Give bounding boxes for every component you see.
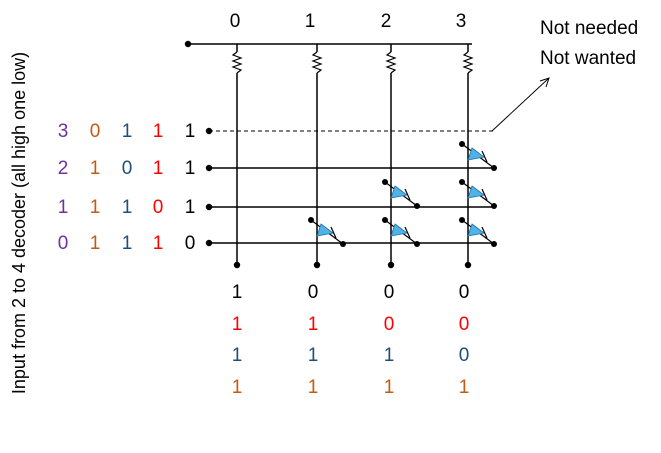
row-labels: 3 0 1 1 1 2 1 0 1 1 1 1 1 0 1 0 1 1 1 0 (58, 121, 196, 254)
row-input-nodes (205, 127, 213, 247)
output-value: 0 (459, 282, 470, 303)
column-header-3: 3 (456, 11, 467, 32)
row-line-value: 1 (185, 197, 196, 218)
diode-row1-col2 (381, 178, 421, 210)
column-header-2: 2 (381, 11, 392, 32)
side-label: Input from 2 to 4 decoder (all high one … (9, 52, 29, 394)
row-bit: 1 (122, 233, 133, 254)
row-line-value: 1 (185, 158, 196, 179)
row-lines (209, 130, 496, 244)
resistor-col-3 (462, 51, 474, 74)
column-lines (236, 73, 469, 265)
column-headers: 0 1 2 3 (230, 11, 467, 32)
annotation-note: Not needed Not wanted (540, 18, 638, 69)
diode-row2-col3 (458, 140, 498, 172)
output-value: 1 (308, 377, 319, 398)
row-bit: 1 (153, 158, 164, 179)
annotation-arrow (491, 77, 550, 132)
supply-rail (184, 40, 472, 52)
row-bit: 1 (90, 197, 101, 218)
output-value: 0 (384, 314, 395, 335)
supply-node (184, 40, 192, 48)
output-row-1: 1 1 0 0 (232, 314, 470, 335)
resistors (231, 51, 474, 74)
output-value: 1 (459, 377, 470, 398)
resistor-col-1 (311, 51, 323, 74)
row-bit: 0 (122, 158, 133, 179)
output-value: 1 (384, 345, 395, 366)
row-bit: 1 (122, 121, 133, 142)
row-bit: 1 (153, 121, 164, 142)
row-bit: 0 (90, 121, 101, 142)
output-value: 1 (308, 314, 319, 335)
column-header-1: 1 (305, 11, 316, 32)
row-index: 2 (58, 158, 69, 179)
row-label-1: 1 1 1 0 1 (58, 197, 196, 218)
output-value: 0 (459, 314, 470, 335)
row-bit: 0 (153, 197, 164, 218)
column-header-0: 0 (230, 11, 241, 32)
output-value: 1 (384, 377, 395, 398)
output-value: 0 (384, 282, 395, 303)
row-bit: 1 (90, 158, 101, 179)
column-output-nodes (233, 261, 472, 269)
resistor-col-2 (385, 51, 397, 74)
note-line-2: Not wanted (540, 48, 636, 69)
output-row-3: 1 1 1 1 (232, 377, 470, 398)
row-line-value: 1 (185, 121, 196, 142)
output-row-2: 1 1 1 0 (232, 345, 470, 366)
row-label-2: 2 1 0 1 1 (58, 158, 196, 179)
diode-row1-col3 (458, 178, 498, 210)
output-value: 0 (308, 282, 319, 303)
row-bit: 1 (90, 233, 101, 254)
output-value: 1 (232, 377, 243, 398)
row-label-0: 0 1 1 1 0 (58, 233, 196, 254)
output-value: 1 (232, 345, 243, 366)
row-label-3: 3 0 1 1 1 (58, 121, 196, 142)
row-line-value: 0 (185, 233, 196, 254)
output-table: 1 0 0 0 1 1 0 0 1 1 1 0 1 1 1 1 (232, 282, 470, 398)
output-row-0: 1 0 0 0 (232, 282, 470, 303)
output-value: 1 (308, 345, 319, 366)
row-index: 1 (58, 197, 69, 218)
row-index: 3 (58, 121, 69, 142)
output-value: 0 (459, 345, 470, 366)
row-index: 0 (58, 233, 69, 254)
output-value: 1 (232, 282, 243, 303)
output-value: 1 (232, 314, 243, 335)
note-line-1: Not needed (540, 18, 638, 39)
row-bit: 1 (153, 233, 164, 254)
row-bit: 1 (122, 197, 133, 218)
resistor-col-0 (231, 51, 243, 74)
